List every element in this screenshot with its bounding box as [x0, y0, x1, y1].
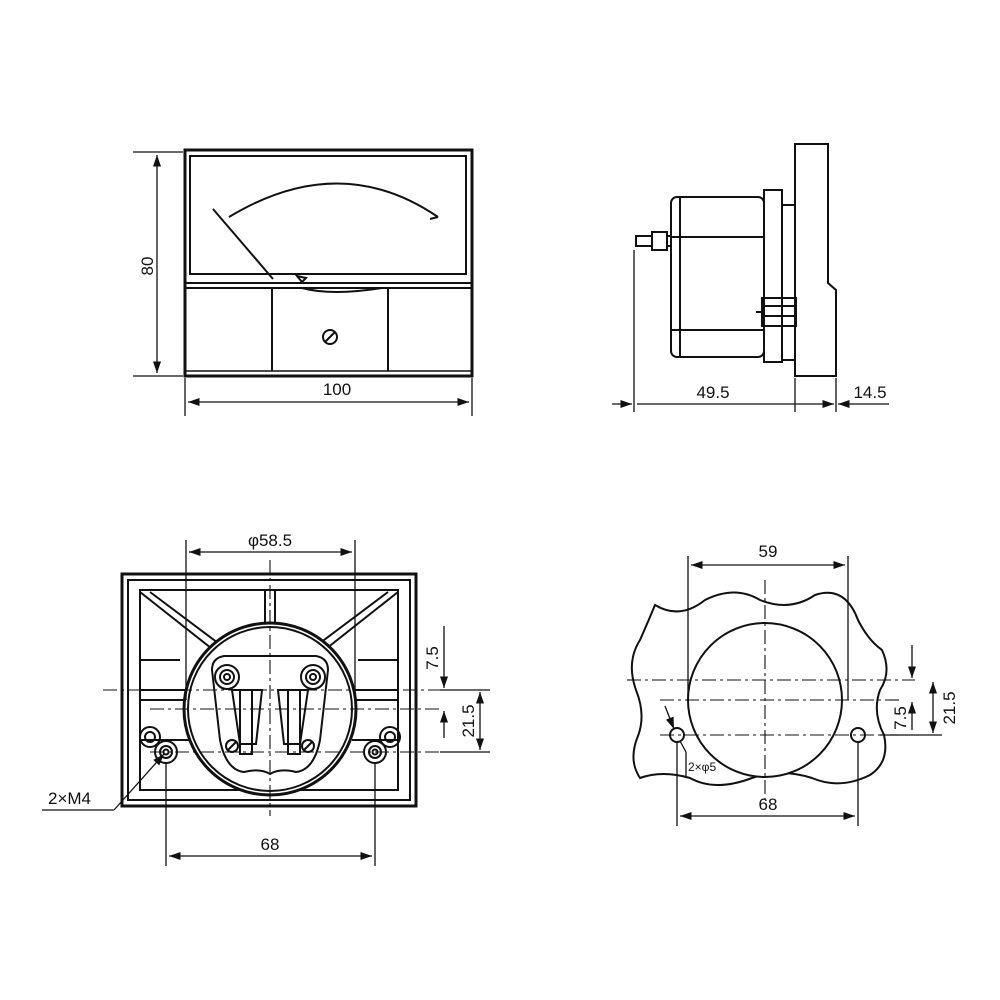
- height-dimension-label: 80: [138, 257, 157, 276]
- cutout-width-dimension-label: 59: [759, 542, 778, 561]
- hole-spacing-dimension-label: 68: [759, 795, 778, 814]
- width-dimension-label: 100: [323, 380, 351, 399]
- cutout-hole-label: 2×φ5: [688, 760, 716, 774]
- terminal-screw-right: [300, 664, 326, 690]
- hole-circle-dimension-label: φ58.5: [248, 531, 292, 550]
- front-flange: [794, 143, 837, 377]
- depth-dimension-label: 49.5: [696, 383, 729, 402]
- terminal-screw-left: [214, 664, 240, 690]
- mount-screw-label: 2×M4: [48, 789, 91, 808]
- meter-body: [670, 196, 765, 358]
- scale-arc: [228, 182, 439, 218]
- meter-outline: [183, 148, 474, 378]
- terminal-stud: [651, 231, 668, 251]
- rear-top-offset-label: 7.5: [423, 646, 442, 670]
- front-view: 80 100: [133, 148, 474, 416]
- cutout-top-offset-label: 7.5: [891, 706, 910, 730]
- zero-adjust-screw: [322, 329, 338, 345]
- rear-view: φ58.5 68 7.5 21.5 2×M4: [42, 531, 490, 866]
- screw-spacing-dimension-label: 68: [261, 835, 280, 854]
- side-terminal: [761, 297, 797, 327]
- panel-outline: [630, 591, 888, 786]
- needle: [212, 208, 274, 280]
- dial-window: [189, 155, 467, 275]
- side-view: 49.5 14.5: [612, 143, 889, 412]
- mount-screw-left-a: [139, 726, 161, 748]
- mount-screw-right-a: [379, 726, 401, 748]
- rear-screw-offset-label: 21.5: [459, 704, 478, 737]
- flange-dimension-label: 14.5: [853, 383, 886, 402]
- panel-cutout-view: 59 68 7.5 21.5 2×φ5: [627, 542, 959, 826]
- cutout-hole-offset-label: 21.5: [940, 691, 959, 724]
